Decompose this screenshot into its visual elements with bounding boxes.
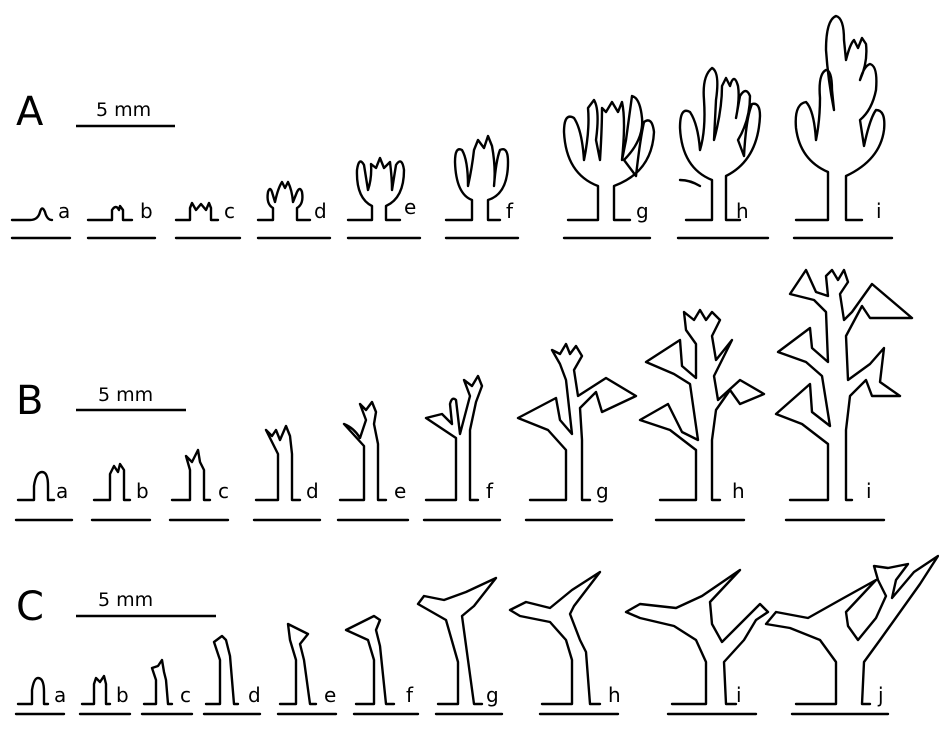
stage-c-a: a: [16, 678, 66, 714]
stage-label: h: [736, 199, 749, 223]
stage-c-b: b: [80, 676, 130, 714]
stage-label: e: [404, 195, 416, 219]
stage-label: g: [596, 479, 609, 503]
stage-label: d: [306, 479, 319, 503]
stage-c-c: c: [142, 660, 192, 714]
stage-a-h: h: [678, 68, 768, 238]
row-letter-a: A: [16, 89, 44, 135]
stage-label: h: [732, 479, 745, 503]
stage-b-b: b: [92, 464, 150, 520]
stage-a-i: i: [794, 16, 892, 238]
stage-a-e: e: [348, 158, 420, 238]
stage-label: e: [324, 683, 336, 707]
stage-label: h: [608, 683, 621, 707]
stage-label: a: [58, 199, 70, 223]
stage-label: j: [877, 683, 884, 707]
stage-a-a: a: [12, 199, 70, 238]
stage-label: a: [56, 479, 68, 503]
stage-b-d: d: [254, 426, 320, 520]
stage-b-f: f: [424, 376, 500, 520]
row-b: B 5 mm a b c d e: [16, 270, 912, 520]
stage-c-j: j: [766, 556, 938, 714]
stage-b-g: g: [518, 344, 636, 520]
stage-label: d: [314, 199, 327, 223]
stage-label: i: [876, 199, 882, 223]
stage-label: d: [248, 683, 261, 707]
scale-text-c: 5 mm: [98, 589, 153, 611]
stage-b-i: i: [776, 270, 912, 520]
stage-label: f: [406, 683, 414, 707]
row-a: A 5 mm a b c d e: [12, 16, 892, 238]
row-letter-b: B: [16, 378, 43, 424]
stage-c-e: e: [278, 624, 336, 714]
scale-text-b: 5 mm: [98, 384, 153, 406]
stage-label: c: [224, 199, 235, 223]
stage-label: a: [54, 683, 66, 707]
stage-b-h: h: [640, 310, 764, 520]
stage-c-f: f: [346, 616, 418, 714]
stage-a-f: f: [446, 136, 518, 238]
stage-b-e: e: [338, 402, 408, 520]
stage-label: g: [636, 199, 649, 223]
stage-label: c: [218, 479, 229, 503]
stage-c-d: d: [204, 636, 261, 714]
stage-label: e: [394, 479, 406, 503]
stage-a-b: b: [88, 199, 155, 238]
scale-text-a: 5 mm: [96, 99, 151, 121]
stage-c-g: g: [418, 578, 502, 714]
stage-label: c: [180, 683, 191, 707]
stage-a-g: g: [564, 96, 654, 238]
stage-label: b: [140, 199, 153, 223]
stage-a-d: d: [258, 182, 330, 238]
row-letter-c: C: [16, 584, 44, 630]
row-c: C 5 mm a b c d e: [16, 556, 938, 714]
stage-b-a: a: [16, 472, 72, 520]
stage-b-c: c: [170, 450, 229, 520]
stage-label: f: [506, 199, 514, 223]
stage-c-i: i: [626, 570, 768, 714]
stage-a-c: c: [176, 199, 240, 238]
stage-label: i: [866, 479, 872, 503]
stage-c-h: h: [510, 572, 621, 714]
stage-label: i: [736, 683, 742, 707]
stage-label: g: [486, 683, 499, 707]
stage-label: b: [116, 683, 129, 707]
stage-label: f: [486, 479, 494, 503]
stage-label: b: [136, 479, 149, 503]
